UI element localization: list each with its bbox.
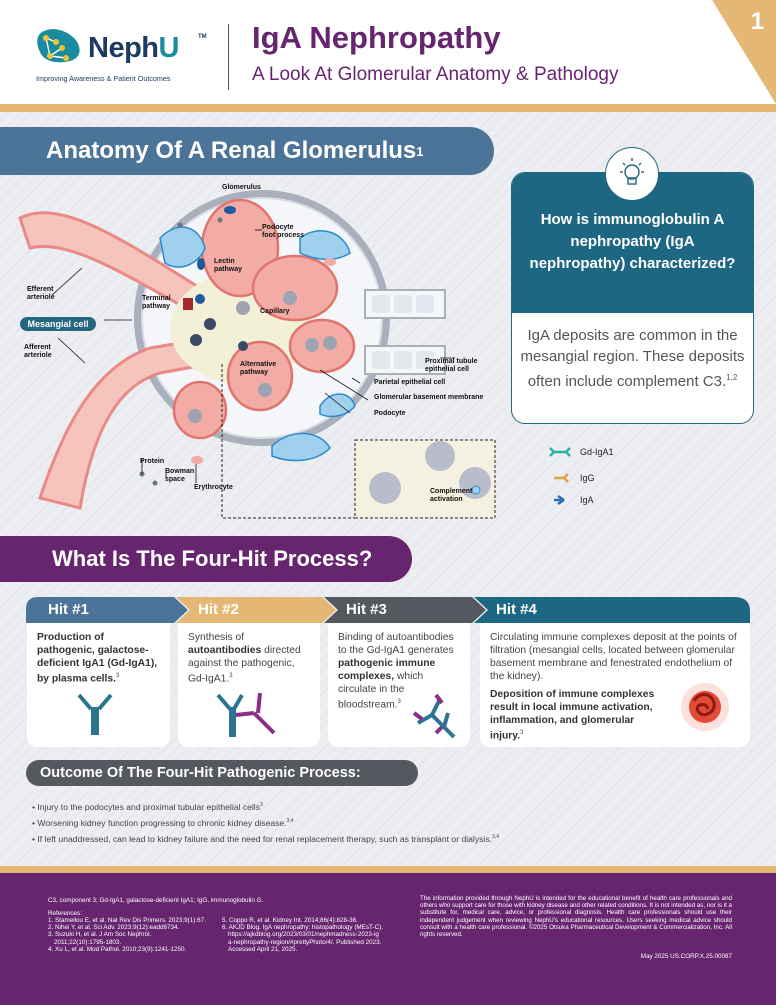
gd-iga1-icon <box>549 447 571 457</box>
capillary-loop <box>226 340 294 412</box>
label-podocyte: Podocyte <box>374 410 406 417</box>
page-title: IgA Nephropathy <box>252 20 501 55</box>
outcome-item: If left unaddressed, can lead to kidney … <box>32 830 499 846</box>
abbreviations: C3, component 3; Gd-IgA1, galactose-defi… <box>48 897 264 904</box>
hit-2-tab-shape <box>176 597 336 623</box>
label-parietal-epithelial-cell: Parietal epithelial cell <box>374 379 446 386</box>
page-subtitle: A Look At Glomerular Anatomy & Pathology <box>252 64 619 85</box>
nephu-logo[interactable]: NephU TM Improving Awareness & Patient O… <box>36 26 216 88</box>
reference-item: 2011;22(10):1795-1803. <box>54 938 122 946</box>
legend-item-iga: IgA <box>548 494 594 506</box>
label-protein: Protein <box>140 458 165 465</box>
anatomy-banner-text: Anatomy Of A Renal Glomerulus <box>46 137 417 164</box>
terminal-pathway-marker <box>183 298 193 310</box>
lightbulb-icon <box>620 158 644 185</box>
header-gold-bar <box>0 104 776 112</box>
reference-item: 2. Nihei Y, et al. Sci Adv. 2023;9(12):e… <box>48 924 180 932</box>
outcome-item: Injury to the podocytes and proximal tub… <box>32 798 499 814</box>
four-hit-banner: What Is The Four-Hit Process? <box>0 536 412 582</box>
podocyte <box>299 230 351 261</box>
podocyte <box>159 226 206 268</box>
page-corner-tab <box>712 0 776 104</box>
hit-1-card: Production of pathogenic, galactose-defi… <box>27 623 170 747</box>
nephu-logo-icon <box>37 29 80 63</box>
reference-link[interactable]: a-nephropathy-region/#prettyPhoto/4/. Pu… <box>228 938 382 946</box>
label-erythrocyte: Erythrocyte <box>194 484 233 491</box>
question-text: How is immunoglobulin A nephropathy (IgA… <box>529 211 736 272</box>
logo-wordmark: NephU <box>88 32 179 64</box>
hit-1-tab-shape <box>26 597 188 623</box>
glomerulus-illustration <box>18 190 496 519</box>
autoantibody-icon <box>216 692 276 737</box>
capillary-loop <box>172 380 228 440</box>
label-mesangial-cell: Mesangial cell <box>20 317 96 331</box>
capillary-loop <box>288 318 356 374</box>
trademark: TM <box>198 34 207 40</box>
igg-icon <box>554 473 569 483</box>
references-right: 5. Coppo R, et al. Kidney Int. 2014;86(4… <box>222 917 383 953</box>
label-capillary: Capillary <box>260 308 290 315</box>
outcome-item: Worsening kidney function progressing to… <box>32 814 499 830</box>
podocyte <box>271 432 331 462</box>
hit-2-tab: Hit #2 <box>198 601 239 618</box>
immune-complex-icon <box>412 693 456 739</box>
outcome-banner: Outcome Of The Four-Hit Pathogenic Proce… <box>26 760 418 786</box>
footer: C3, component 3; Gd-IgA1, galactose-defi… <box>0 873 776 1005</box>
hit-3-tab-shape <box>324 597 486 623</box>
label-glomerular-basement-membrane: Glomerular basement membrane <box>374 394 484 401</box>
footer-gold-bar <box>0 866 776 873</box>
footnote-ref: 1 <box>416 143 424 159</box>
hit-3-card: Binding of autoantibodies to the Gd-IgA1… <box>328 623 470 747</box>
capillary-loop <box>251 254 339 322</box>
label-glomerulus: Glomerulus <box>222 184 261 191</box>
hit-4-card: Circulating immune complexes deposit at … <box>480 623 750 747</box>
hit-4-tab-shape <box>474 597 750 623</box>
reference-item: 3. Suzuki H, et al. J Am Soc Nephrol. <box>48 931 152 939</box>
document-code: May 2025 US.CORP.X.25.00087 <box>640 953 732 960</box>
reference-item: 6. AKJD Blog. IgA nephropathy: histopath… <box>222 924 384 932</box>
reference-item: 1. Stamellou E, et al. Nat Rev Dis Prime… <box>48 917 206 924</box>
references-title: References: <box>48 910 82 917</box>
outcome-list: Injury to the podocytes and proximal tub… <box>32 798 499 846</box>
header: NephU TM Improving Awareness & Patient O… <box>0 0 776 104</box>
page-number: 1 <box>750 8 764 35</box>
disclaimer: The information provided through NephU i… <box>420 895 732 939</box>
podocyte <box>319 393 356 418</box>
legend-item-igg: IgG <box>548 472 595 484</box>
reference-item: Accessed April 21, 2025. <box>228 945 298 953</box>
question-card: How is immunoglobulin A nephropathy (IgA… <box>511 172 754 424</box>
logo-tagline: Improving Awareness & Patient Outcomes <box>36 74 171 83</box>
antibody-icon <box>77 693 113 735</box>
hit-1-tab: Hit #1 <box>48 601 89 618</box>
lightbulb-badge <box>605 147 659 201</box>
glomerulus-injury-icon <box>681 683 729 731</box>
hit-3-tab: Hit #3 <box>346 601 387 618</box>
reference-item: 5. Coppo R, et al. Kidney Int. 2014;86(4… <box>222 917 358 924</box>
four-hit-banner-text: What Is The Four-Hit Process? <box>52 546 373 571</box>
legend-item-gd-iga1: Gd-IgA1 <box>548 446 614 458</box>
hit-tabs-shapes <box>26 597 750 623</box>
header-divider <box>228 24 229 90</box>
answer-text: IgA deposits are common in the mesangial… <box>520 327 745 390</box>
references-left: 1. Stamellou E, et al. Nat Rev Dis Prime… <box>48 917 206 953</box>
reference-item: 4. Xu L, et al. Mod Pathol. 2010;23(9):1… <box>48 945 187 953</box>
iga-icon <box>554 494 565 506</box>
hit-2-card: Synthesis of autoantibodies directed aga… <box>178 623 320 747</box>
reference-link[interactable]: https://ajkdblog.org/2023/03/01/nephmadn… <box>228 931 379 939</box>
hit-4-tab: Hit #4 <box>496 601 537 618</box>
